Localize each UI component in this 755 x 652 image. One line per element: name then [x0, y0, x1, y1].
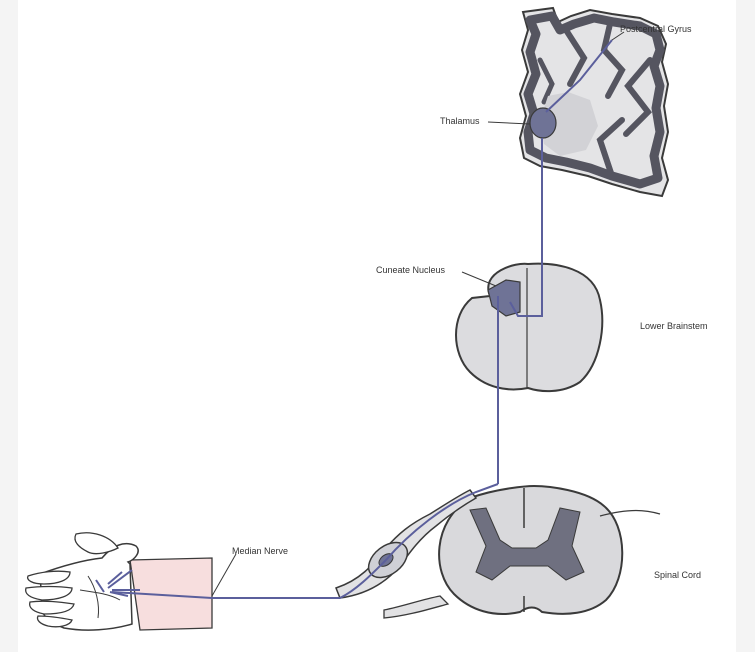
label-cuneate-nucleus: Cuneate Nucleus — [376, 265, 445, 275]
hand-illustration — [26, 533, 212, 630]
thumb — [75, 533, 118, 554]
medulla-outline — [456, 264, 602, 391]
label-lower-brainstem: Lower Brainstem — [640, 321, 708, 331]
label-thalamus: Thalamus — [440, 116, 480, 126]
thalamus-nucleus — [530, 108, 556, 138]
label-spinal-cord: Spinal Cord — [654, 570, 701, 580]
label-postcentral-gyrus: Postcentral Gyrus — [620, 24, 692, 34]
label-median-nerve: Median Nerve — [232, 546, 288, 556]
leader-median-nerve — [212, 554, 236, 596]
spinal-cord-section — [439, 486, 622, 614]
ventral-root-outline — [384, 596, 448, 618]
lower-brainstem-section — [456, 264, 602, 391]
